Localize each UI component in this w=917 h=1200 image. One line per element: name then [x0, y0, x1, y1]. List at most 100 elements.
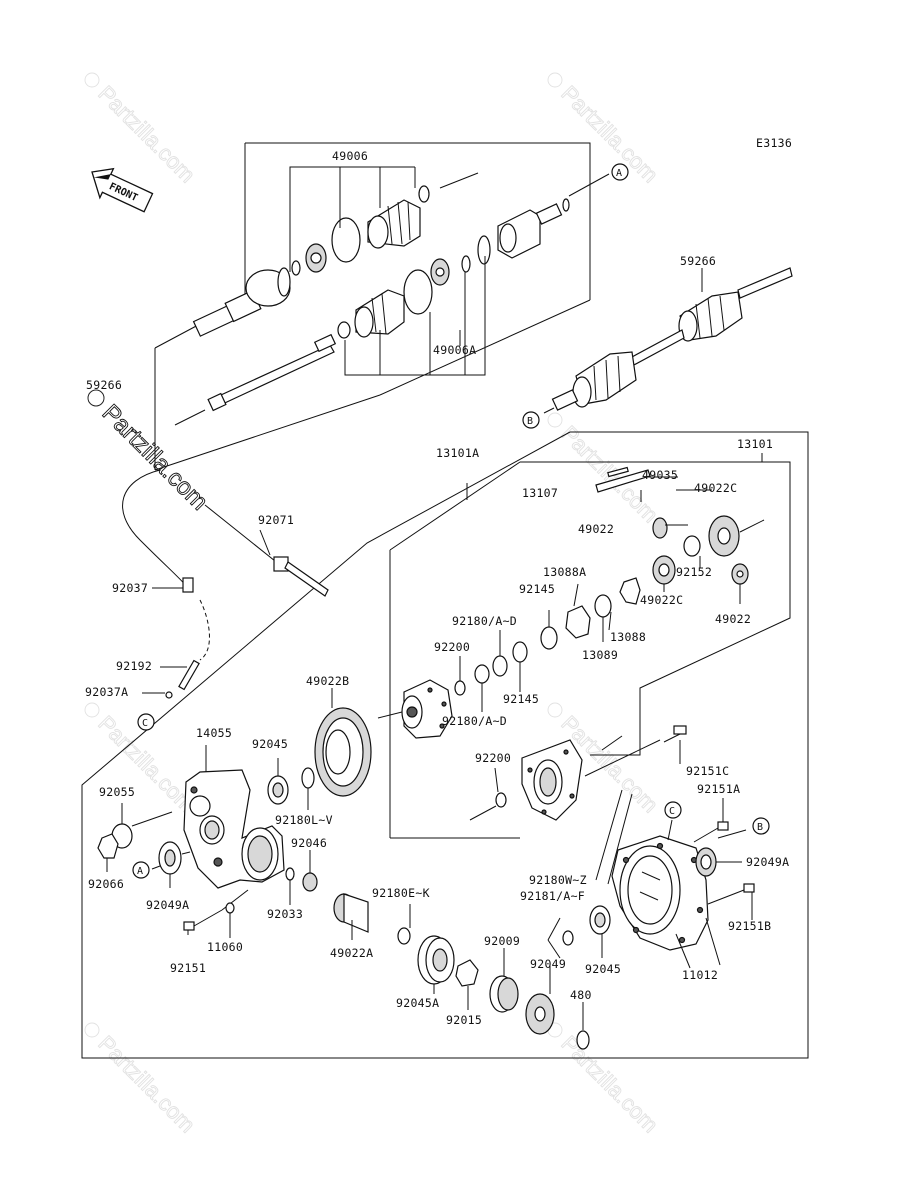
label-92145-bot: 92145 [503, 692, 539, 706]
watermark-text: Partzilla.com [556, 81, 663, 188]
label-92180LV: 92180L~V [275, 813, 333, 827]
label-49006: 49006 [332, 149, 368, 163]
copyright-mark-icon [84, 1022, 100, 1038]
differential-case [377, 679, 453, 739]
boot-inner [354, 289, 405, 338]
circlip [291, 260, 301, 276]
label-92071: 92071 [258, 513, 294, 527]
shim-92180L [301, 767, 315, 789]
svg-text:C: C [142, 718, 148, 729]
label-92180-top: 92180/A~D [452, 614, 517, 628]
label-13088: 13088 [610, 630, 646, 644]
label-13088A: 13088A [543, 565, 586, 579]
label-92151C: 92151C [686, 764, 729, 778]
drive-shaft-assembly-49006 [174, 166, 610, 426]
label-92045-right: 92045 [585, 962, 621, 976]
boot-inner-small-band [337, 321, 351, 339]
drive-shaft-59266 [543, 267, 793, 414]
label-92033: 92033 [267, 907, 303, 921]
label-49022-right: 49022 [715, 612, 751, 626]
pinion-gear-49022-right [731, 563, 749, 585]
label-92192: 92192 [116, 659, 152, 673]
washer-92033 [285, 867, 295, 881]
label-92009: 92009 [484, 934, 520, 948]
boot-band-small [418, 185, 430, 203]
nut-92046 [302, 872, 318, 892]
label-92151B: 92151B [728, 919, 771, 933]
inner-bearing-race [430, 258, 450, 286]
diagram-code: E3136 [756, 136, 792, 150]
pinion-shaft [595, 469, 651, 493]
label-92015: 92015 [446, 1013, 482, 1027]
label-92200-top: 92200 [434, 640, 470, 654]
label-92152: 92152 [676, 565, 712, 579]
copyright-mark-icon [87, 389, 105, 407]
front-arrow-icon: FRONT [91, 167, 154, 213]
label-92037: 92037 [112, 581, 148, 595]
bolt-92151A [693, 821, 729, 843]
bearing-92045A [417, 935, 455, 985]
label-49035: 49035 [642, 468, 678, 482]
label-92066: 92066 [88, 877, 124, 891]
oil-seal-92049A-right [695, 847, 717, 877]
washer-13088 [619, 577, 641, 605]
svg-text:C: C [669, 806, 675, 817]
ref-marker-b-right: B [752, 817, 770, 835]
label-92055: 92055 [99, 785, 135, 799]
label-13101A: 13101A [436, 446, 479, 460]
label-49006A: 49006A [433, 343, 476, 357]
label-92045A: 92045A [396, 996, 439, 1010]
ref-marker-c-right: C [664, 801, 682, 819]
label-92145-top: 92145 [519, 582, 555, 596]
bolt-92151 [183, 909, 223, 931]
side-gear-49022C [708, 515, 740, 557]
hose-clamp [182, 577, 194, 593]
pinion-gear-49022 [652, 517, 668, 539]
label-49022B: 49022B [306, 674, 349, 688]
breather-hose [122, 469, 329, 699]
side-gear-49022C-lower [652, 555, 676, 585]
boot-band-inner-large [403, 269, 433, 315]
shim-92145-bot [512, 641, 528, 663]
cover-11012 [611, 835, 721, 966]
label-49022C-mid: 49022C [640, 593, 683, 607]
washer-92200-top [454, 680, 466, 696]
label-92180WZ: 92180W~Z [529, 873, 587, 887]
ref-marker-a-bottom: A [132, 861, 150, 879]
watermark-text: Partzilla.com [556, 1031, 663, 1138]
ref-marker-a-top: A [611, 163, 629, 181]
boot-band-large [331, 217, 361, 263]
bolt-92151C [595, 725, 687, 885]
drive-pinion-49022A [333, 893, 369, 940]
bearing-92045-right [589, 905, 611, 935]
label-92049A-right: 92049A [746, 855, 789, 869]
bolt-92151B [707, 883, 755, 905]
label-49022C-top: 49022C [694, 481, 737, 495]
shim-92180W [562, 930, 574, 946]
part-labels: 49006 49006A 59266 59266 13101A 13101 49… [85, 149, 789, 1027]
bearing-race [305, 243, 327, 273]
label-92151: 92151 [170, 961, 206, 975]
cv-joint-outer [192, 267, 291, 337]
ring-gear-49022B [314, 688, 372, 797]
oil-seal-92049A-left [158, 841, 182, 875]
label-92200-mid: 92200 [475, 751, 511, 765]
inner-circlip-small [562, 198, 570, 212]
ref-marker-c-left: C [137, 713, 155, 731]
housing-14055 [183, 745, 285, 889]
label-92045-left: 92045 [252, 737, 288, 751]
label-92180-bot: 92180/A~D [442, 714, 507, 728]
label-92181AF: 92181/A~F [520, 889, 585, 903]
label-92049: 92049 [530, 957, 566, 971]
label-59266-left: 59266 [86, 378, 122, 392]
svg-text:A: A [137, 866, 143, 877]
collar-92009 [489, 975, 519, 1013]
shim-92145-top [540, 626, 558, 650]
hose-fitting [273, 556, 329, 597]
label-11012: 11012 [682, 968, 718, 982]
copyright-mark-icon [84, 72, 100, 88]
washer-92152 [683, 535, 701, 557]
svg-text:A: A [616, 168, 622, 179]
svg-text:B: B [527, 416, 533, 427]
